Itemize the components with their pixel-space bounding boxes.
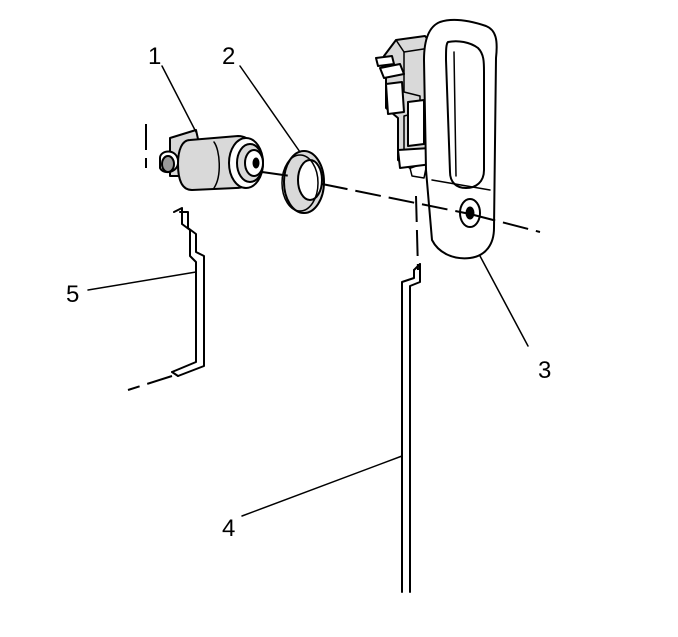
leader-1 bbox=[161, 65, 197, 133]
outside-door-handle bbox=[375, 18, 498, 260]
leader-2 bbox=[239, 65, 301, 153]
leader-3 bbox=[479, 255, 529, 347]
alignment-centerlines bbox=[127, 124, 541, 391]
lock-cylinder bbox=[159, 129, 264, 191]
callout-1: 1 bbox=[148, 43, 161, 70]
callout-3: 3 bbox=[538, 357, 551, 384]
lock-cylinder-rod bbox=[171, 207, 205, 377]
callout-2: 2 bbox=[222, 43, 235, 70]
leader-5 bbox=[87, 271, 197, 291]
leader-4 bbox=[241, 455, 403, 517]
lock-cylinder-gasket bbox=[281, 150, 325, 214]
outside-handle-rod bbox=[401, 263, 421, 593]
callout-leaders bbox=[87, 65, 529, 517]
callout-5: 5 bbox=[66, 281, 79, 308]
callout-4: 4 bbox=[222, 515, 235, 542]
